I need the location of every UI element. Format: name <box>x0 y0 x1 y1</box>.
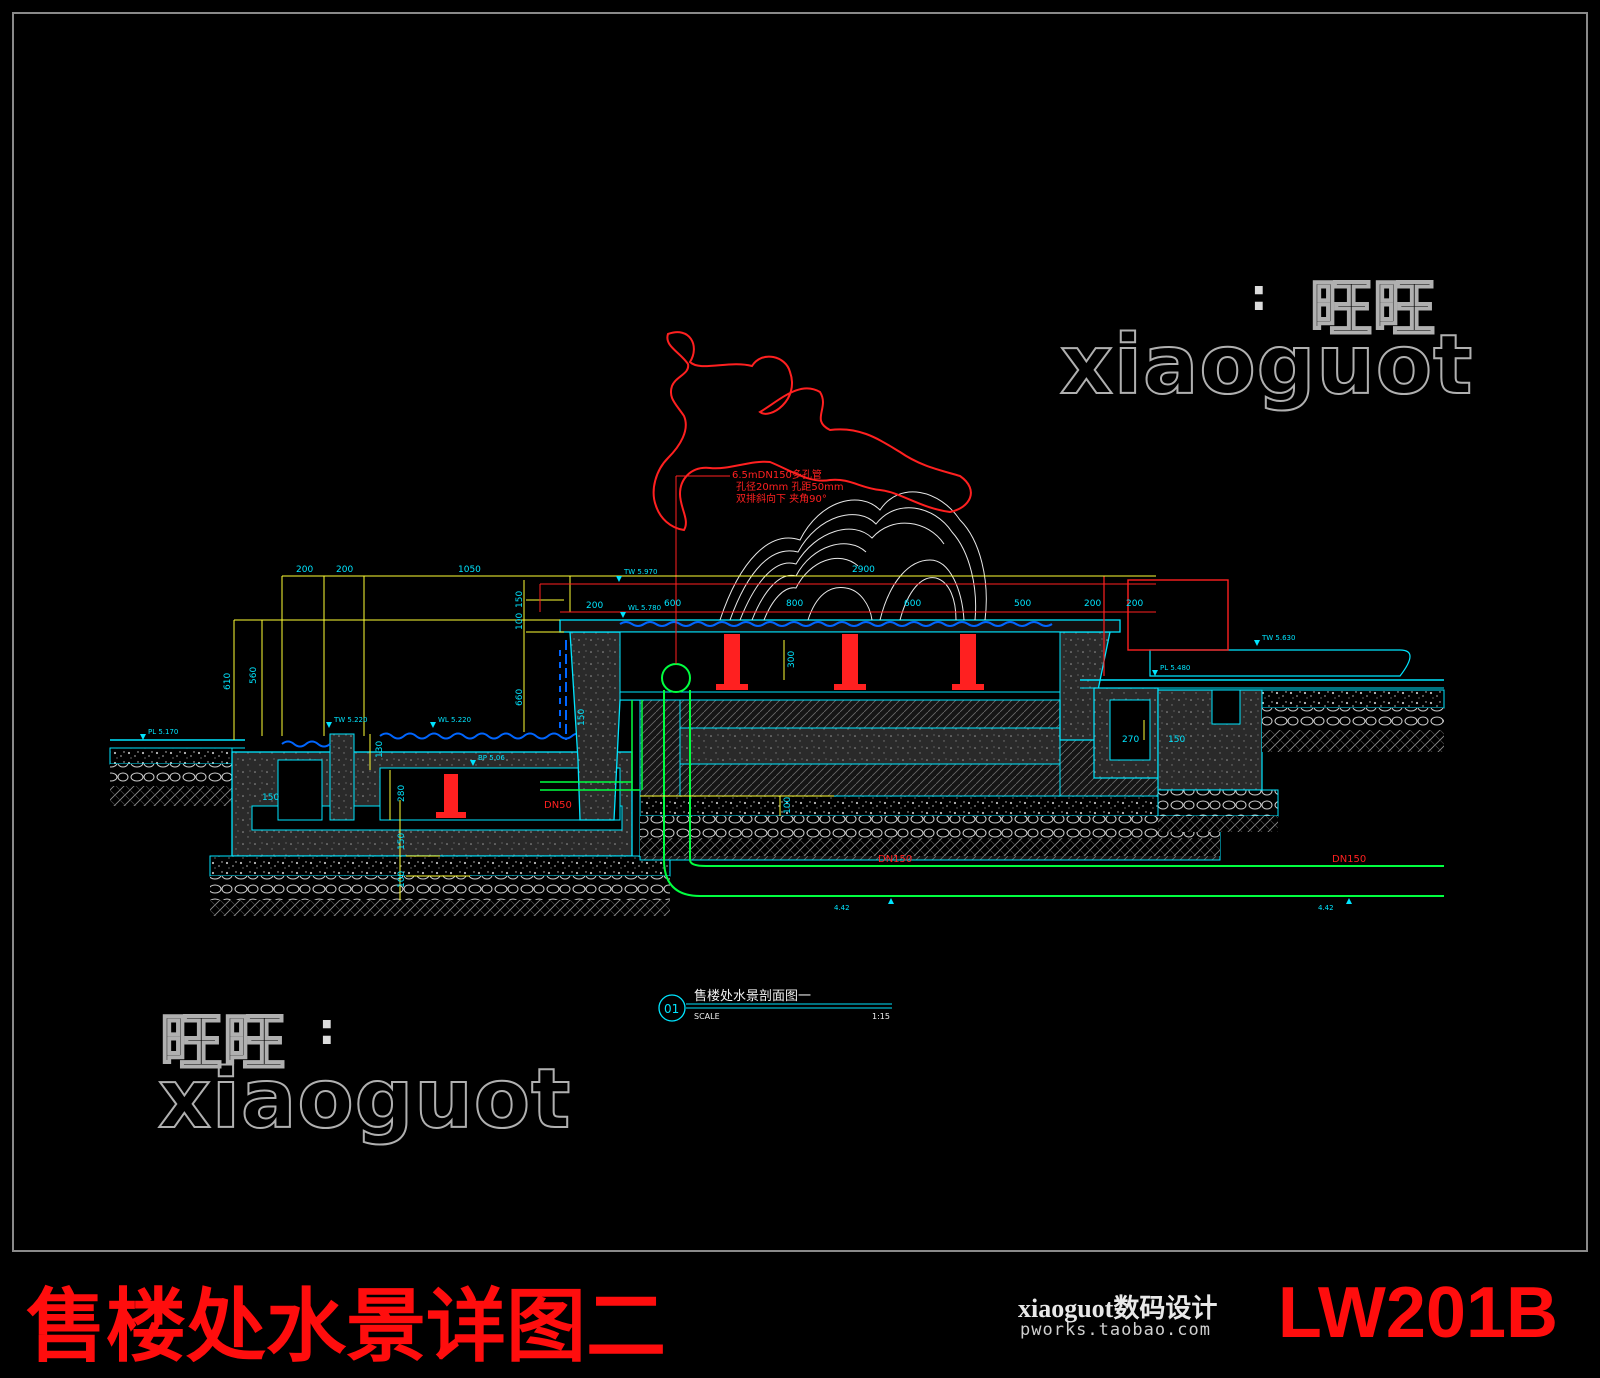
section-drawing: 200 200 1050 2900 200 600 800 600 500 20… <box>109 331 1445 1022</box>
watermark-id-top: xiaoguot <box>1059 317 1474 414</box>
dim-upper-5: 200 <box>1084 599 1101 609</box>
pipe-labels: DN150 DN150 DN50 <box>544 800 1366 865</box>
dim-misc-1: 150 <box>1168 735 1185 745</box>
left-ground-layers <box>109 739 245 806</box>
watermark-id-bottom: xiaoguot <box>157 1051 572 1148</box>
level-pl-right: PL 5.480 <box>1160 664 1190 672</box>
caption-scale-label: SCALE <box>694 1012 720 1021</box>
dim-upper-1: 600 <box>664 599 681 609</box>
watermark-colon-bottom: : <box>318 1004 336 1055</box>
lower-pool-foundation <box>209 733 671 916</box>
level-tw-right: TW 5.630 <box>1261 634 1295 642</box>
dim-v-3: 100 <box>515 613 525 630</box>
dim-v-5: 300 <box>787 651 797 668</box>
dimension-text: 200 200 1050 2900 200 600 800 600 500 20… <box>223 565 1185 888</box>
callout-line-1: 6.5mDN150多孔管 <box>732 468 822 481</box>
dim-v-10: 150 <box>397 833 407 850</box>
level-wl-lower: WL 5.220 <box>438 716 471 724</box>
perforated-pipe-callout: 6.5mDN150多孔管 孔径20mm 孔距50mm 双排斜向下 夹角90° <box>732 468 844 505</box>
callout-line-2: 孔径20mm 孔距50mm <box>736 480 844 493</box>
dragon-cloud-outline <box>652 331 972 532</box>
dim-v-9: 100 <box>783 797 793 814</box>
dim-v-2: 150 <box>515 591 525 608</box>
dim-v-4: 660 <box>515 689 525 706</box>
dim-v-6: 130 <box>375 741 385 758</box>
dim-top-1: 200 <box>336 565 353 575</box>
drain-pipes <box>540 475 1444 897</box>
dim-upper-3: 600 <box>904 599 921 609</box>
section-caption: 01 售楼处水景剖面图一 SCALE 1:15 <box>658 988 892 1022</box>
dim-v-8: 150 <box>577 709 587 726</box>
studio-name: xiaoguot数码设计 <box>1018 1294 1218 1323</box>
dim-upper-0: 200 <box>586 601 603 611</box>
dimension-lines <box>233 575 1156 900</box>
dim-upper-6: 200 <box>1126 599 1143 609</box>
upper-water <box>559 621 1053 740</box>
pipe-dn150-left: DN150 <box>878 854 912 865</box>
dim-top-2: 1050 <box>458 565 481 575</box>
watermark-colon-top: : <box>1250 270 1268 321</box>
level-labels: TW 5.970 WL 5.780 TW 5.630 PL 5.480 PL 5… <box>148 568 1334 912</box>
studio-url: pworks.taobao.com <box>1020 1320 1211 1340</box>
dim-upper-2: 800 <box>786 599 803 609</box>
level-bp-lower: BP 5.06 <box>478 754 505 762</box>
caption-number: 01 <box>664 1002 679 1016</box>
right-terrace <box>1080 576 1445 832</box>
drawing-frame <box>12 12 1588 1252</box>
callout-line-3: 双排斜向下 夹角90° <box>736 492 827 505</box>
pipe-dn50: DN50 <box>544 800 572 811</box>
level-tw-left: TW 5.220 <box>333 716 367 724</box>
dim-top-0: 200 <box>296 565 313 575</box>
level-wl-upper: WL 5.780 <box>628 604 661 612</box>
pipe-dn150-right: DN150 <box>1332 854 1366 865</box>
dim-top-3: 2900 <box>852 565 875 575</box>
dim-misc-2: 150 <box>262 793 279 803</box>
level-markers <box>140 576 1352 904</box>
dim-v-1: 560 <box>249 667 259 684</box>
sheet-code: LW201B <box>1277 1273 1558 1353</box>
dim-v-7: 280 <box>397 785 407 802</box>
caption-scale-value: 1:15 <box>872 1012 890 1021</box>
dim-misc-0: 270 <box>1122 735 1139 745</box>
dim-v-0: 610 <box>223 673 233 690</box>
lower-water <box>281 732 609 748</box>
sheet-title: 售楼处水景详图二 <box>26 1280 666 1373</box>
level-invert-right: 4.42 <box>1318 904 1334 912</box>
level-invert-left: 4.42 <box>834 904 850 912</box>
watermark-wangwang-bottom: 旺旺 <box>159 1005 287 1080</box>
caption-title: 售楼处水景剖面图一 <box>694 988 811 1004</box>
dim-upper-4: 500 <box>1014 599 1031 609</box>
watermark-wangwang-top: 旺旺 <box>1309 271 1437 346</box>
level-pl-left: PL 5.170 <box>148 728 178 736</box>
dim-v-11: 100 <box>397 871 407 888</box>
level-tw-top: TW 5.970 <box>623 568 657 576</box>
rock-sculpture <box>719 491 987 621</box>
